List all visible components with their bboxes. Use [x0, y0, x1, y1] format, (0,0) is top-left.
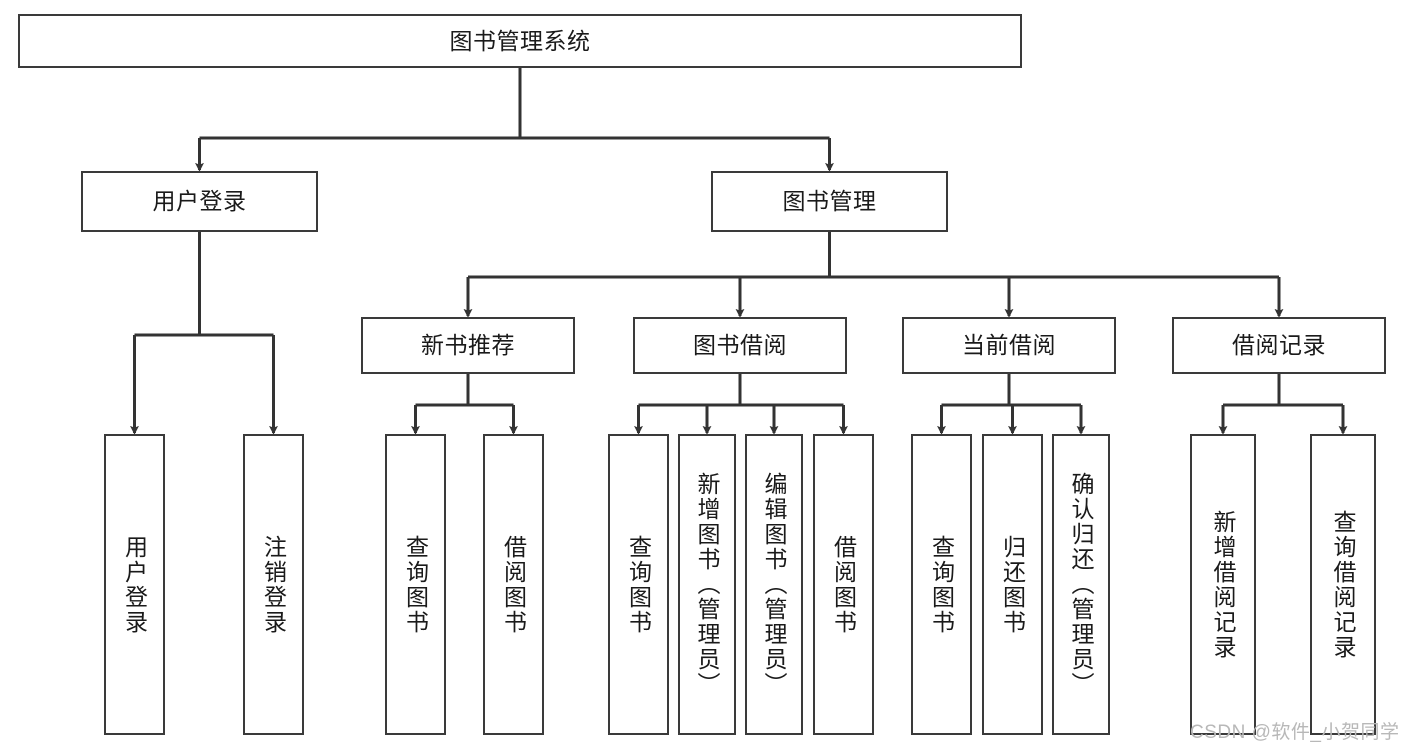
node-leaf-query-book-1[interactable]: 查询图书	[385, 434, 446, 735]
node-label: 图书管理系统	[449, 27, 591, 54]
node-label: 新增借阅记录	[1210, 509, 1237, 660]
node-leaf-user-login[interactable]: 用户登录	[104, 434, 165, 735]
node-leaf-query-record[interactable]: 查询借阅记录	[1310, 434, 1376, 735]
node-l3-new-book-rec[interactable]: 新书推荐	[361, 317, 575, 374]
node-root[interactable]: 图书管理系统	[18, 14, 1022, 68]
node-label: 新书推荐	[421, 332, 515, 359]
node-label: 借阅记录	[1232, 332, 1326, 359]
node-label: 借阅图书	[830, 534, 857, 635]
node-l3-current-borrow[interactable]: 当前借阅	[902, 317, 1116, 374]
node-leaf-add-record[interactable]: 新增借阅记录	[1190, 434, 1256, 735]
node-leaf-borrow-book-2[interactable]: 借阅图书	[813, 434, 874, 735]
node-leaf-add-book[interactable]: 新增图书（管理员）	[678, 434, 736, 735]
node-label: 借阅图书	[500, 534, 527, 635]
node-label: 用户登录	[121, 534, 148, 635]
node-label: 用户登录	[152, 188, 247, 215]
node-label: 图书管理	[782, 188, 877, 215]
node-leaf-logout[interactable]: 注销登录	[243, 434, 304, 735]
node-leaf-query-book-2[interactable]: 查询图书	[608, 434, 669, 735]
node-label: 新增图书（管理员）	[694, 472, 721, 697]
node-label: 注销登录	[260, 534, 287, 635]
node-label: 归还图书	[999, 534, 1026, 635]
node-l2-user-login[interactable]: 用户登录	[81, 171, 318, 232]
node-l2-book-mgmt[interactable]: 图书管理	[711, 171, 948, 232]
node-l3-borrow-record[interactable]: 借阅记录	[1172, 317, 1386, 374]
watermark-label: CSDN @软件_小贺同学	[1190, 722, 1400, 743]
node-leaf-edit-book[interactable]: 编辑图书（管理员）	[745, 434, 803, 735]
node-l3-book-borrow[interactable]: 图书借阅	[633, 317, 847, 374]
node-leaf-query-book-3[interactable]: 查询图书	[911, 434, 972, 735]
node-label: 确认归还（管理员）	[1068, 472, 1095, 697]
node-leaf-return-book[interactable]: 归还图书	[982, 434, 1043, 735]
node-leaf-borrow-book-1[interactable]: 借阅图书	[483, 434, 544, 735]
node-label: 编辑图书（管理员）	[761, 472, 788, 697]
node-leaf-confirm-return[interactable]: 确认归还（管理员）	[1052, 434, 1110, 735]
node-label: 图书借阅	[693, 332, 787, 359]
node-label: 查询借阅记录	[1330, 509, 1357, 660]
node-label: 当前借阅	[962, 332, 1056, 359]
node-label: 查询图书	[625, 534, 652, 635]
node-label: 查询图书	[402, 534, 429, 635]
node-label: 查询图书	[928, 534, 955, 635]
